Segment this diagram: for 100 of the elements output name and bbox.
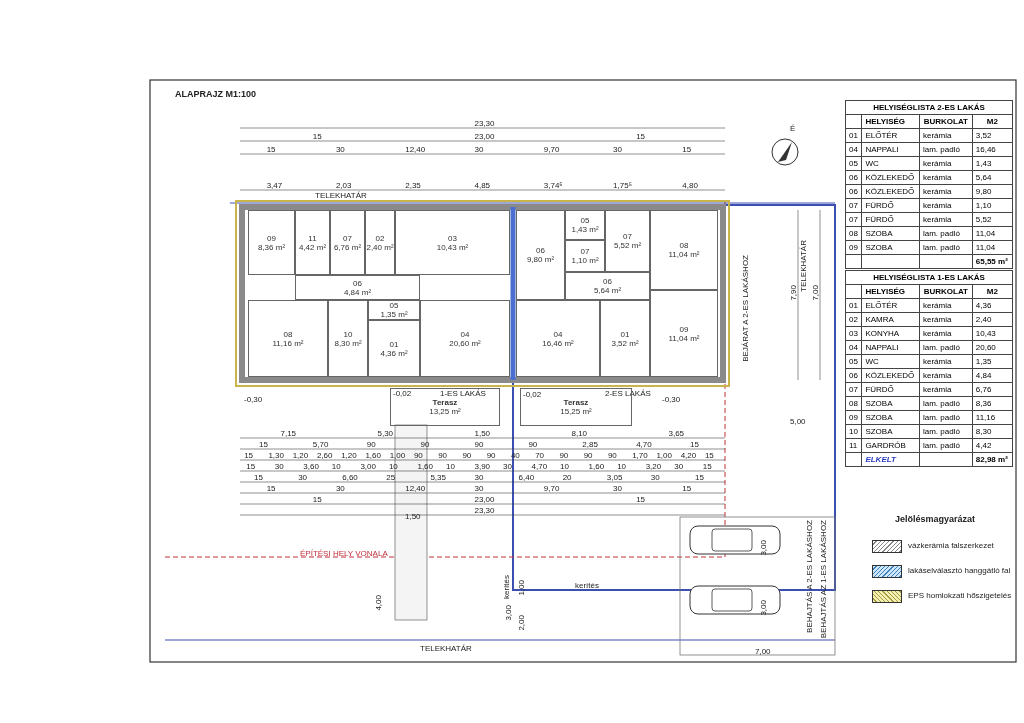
building-line-label: ÉPÍTÉSI HELY VONALA xyxy=(300,550,388,558)
dimension-label: 3,00 xyxy=(760,600,768,616)
dimension-label: 7,15 xyxy=(280,430,297,438)
room-number: 11 xyxy=(308,233,317,243)
table-cell: 09 xyxy=(845,410,862,425)
table-cell: 10 xyxy=(845,424,862,439)
room-outline xyxy=(248,210,295,275)
room-number: 10 xyxy=(343,329,353,339)
room-area: 3,52 m² xyxy=(611,338,639,348)
table-cell: 02 xyxy=(845,312,862,327)
dimension-label: 15 xyxy=(244,452,254,460)
room-outline xyxy=(516,300,600,377)
table-cell: KAMRA xyxy=(861,312,920,327)
table-cell: 16,46 xyxy=(972,142,1013,157)
dimension-label: 7,90 xyxy=(790,285,798,301)
table-cell: kerámia xyxy=(919,198,973,213)
dimension-label: 90 xyxy=(420,441,430,449)
section-label: 1-ES LAKÁS xyxy=(440,390,486,398)
table-cell: SZOBA xyxy=(861,396,920,411)
room-area: 5,52 m² xyxy=(613,241,642,250)
room-outline xyxy=(248,300,328,377)
dimension-label: 30 xyxy=(474,474,484,482)
table-cell: lam. padló xyxy=(919,340,973,355)
table-cell: kerámia xyxy=(919,312,973,327)
dimension-label: 5,35 xyxy=(430,474,446,482)
dimension-label: 4,70 xyxy=(636,441,652,449)
table-cell: 4,36 xyxy=(972,298,1013,313)
terrace-name: Terasz xyxy=(563,398,589,407)
legend-title: Jelölésmagyarázat xyxy=(895,515,976,524)
dimension-label: 1,50 xyxy=(405,513,421,521)
driveway-label: BEHAJTÁS A 2-ES LAKÁSHOZ xyxy=(806,520,814,633)
dimension-label: 1,60 xyxy=(365,452,381,460)
table-cell: SZOBA xyxy=(861,240,920,255)
table-cell: lam. padló xyxy=(919,438,973,453)
dimension-label: 15 xyxy=(682,146,692,154)
table-cell: 06 xyxy=(845,368,862,383)
dimension-label: 15 xyxy=(704,452,714,460)
table-cell: SZOBA xyxy=(861,226,920,241)
table-cell: KÖZLEKEDŐ xyxy=(861,184,920,199)
room-area: 11,04 m² xyxy=(668,250,700,259)
room-outline xyxy=(565,272,650,300)
table-cell: FÜRDŐ xyxy=(861,198,920,213)
table-cell: 11,16 xyxy=(972,410,1013,425)
dimension-label: 1,60 xyxy=(588,463,605,471)
room-outline xyxy=(330,210,365,275)
room-outline xyxy=(650,290,718,377)
dimension-label: 3,00 xyxy=(760,540,768,556)
room-area: 4,36 m² xyxy=(380,348,408,358)
room-outline xyxy=(600,300,650,377)
table-cell: 4,84 xyxy=(972,368,1013,383)
table-cell: 07 xyxy=(845,212,862,227)
room-area: 11,16 m² xyxy=(272,338,304,348)
dimension-label: 10 xyxy=(331,463,341,471)
table-title: HELYISÉGLISTA 2-ES LAKÁS xyxy=(845,100,1013,115)
dimension-label: 90 xyxy=(438,452,448,460)
room-area: 8,30 m² xyxy=(334,338,362,348)
room-area: 4,42 m² xyxy=(298,242,327,252)
dimension-label: 1,00 xyxy=(389,452,406,460)
table-cell: FÜRDŐ xyxy=(861,212,920,227)
room-number: 09 xyxy=(679,324,689,334)
dimension-label: 30 xyxy=(650,474,660,482)
dimension-label: 6,60 xyxy=(342,474,358,482)
dimension-label: 2,35 xyxy=(405,182,421,190)
room-outline xyxy=(420,300,510,377)
dimension-label: 4,85 xyxy=(474,182,491,190)
table-header: BURKOLAT xyxy=(919,114,973,129)
table-cell: KÖZLEKEDŐ xyxy=(861,170,920,185)
table-cell: lam. padló xyxy=(919,410,973,425)
boundary-label: TELEKHATÁR xyxy=(315,192,367,200)
dimension-label: 15 xyxy=(266,485,276,493)
dimension-label: 7,00 xyxy=(812,285,820,301)
dimension-label: 1,30 xyxy=(268,452,284,460)
dimension-label: 1,20 xyxy=(292,452,309,460)
table-cell: 2,40 xyxy=(972,312,1013,327)
table-cell: NAPPALI xyxy=(861,142,920,157)
dimension-label: 10 xyxy=(388,463,398,471)
dimension-label: 23,00 xyxy=(474,496,495,504)
table-cell: 10,43 xyxy=(972,326,1013,341)
dimension-label: 2,00 xyxy=(518,615,526,631)
driveway-label: BEHAJTÁS AZ 1-ES LAKÁSHOZ xyxy=(820,520,828,639)
table-cell: ELŐTÉR xyxy=(861,128,920,143)
table-cell: 3,52 xyxy=(972,128,1013,143)
table-cell: lam. padló xyxy=(919,240,973,255)
fence-label: kerítés xyxy=(575,582,599,590)
dimension-label: 5,70 xyxy=(312,441,329,449)
table-cell: 4,42 xyxy=(972,438,1013,453)
dimension-label: 3,90 xyxy=(474,463,491,471)
room-number: 03 xyxy=(448,233,457,243)
table-cell: FÜRDŐ xyxy=(861,382,920,397)
table-cell: 06 xyxy=(845,184,862,199)
table-cell: kerámia xyxy=(919,382,973,397)
legend-label: lakáselválasztó hanggátló fal xyxy=(908,567,1011,575)
room-outline xyxy=(650,210,718,290)
level-mark: -0,02 xyxy=(523,391,542,399)
dimension-label: 90 xyxy=(528,441,538,449)
table-cell: 04 xyxy=(845,340,862,355)
dimension-label: 4,80 xyxy=(682,182,698,190)
table-cell: KÖZLEKEDŐ xyxy=(861,368,920,383)
room-area: 8,36 m² xyxy=(257,242,286,252)
dimension-label: 3,00 xyxy=(505,605,513,621)
